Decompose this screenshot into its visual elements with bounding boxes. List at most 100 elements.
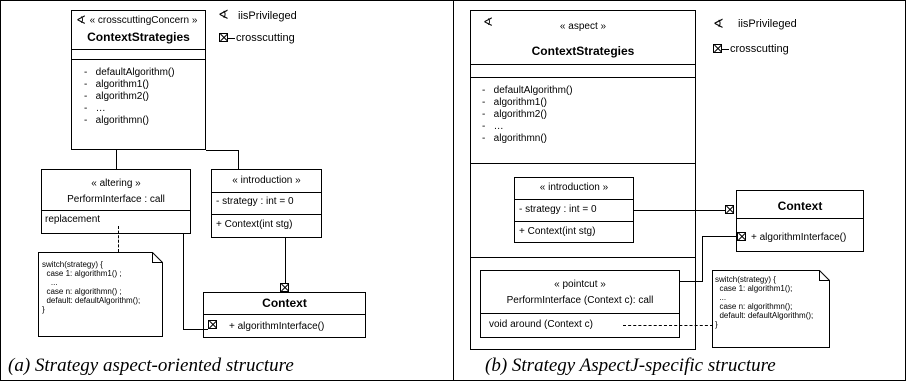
- class-stereotype: « introduction »: [539, 182, 609, 193]
- method-item: - algorithm1(): [482, 97, 548, 108]
- class-divider: [470, 64, 696, 65]
- method-item: - algorithmn(): [482, 133, 548, 144]
- introduction-class: « introduction » - strategy : int = 0 + …: [211, 169, 322, 238]
- method-item: - algorithm1(): [84, 79, 150, 90]
- altering-class: « altering » PerformInterface : call rep…: [41, 169, 191, 234]
- note-text: switch(strategy) { case 1: algorithm1();…: [715, 275, 813, 329]
- note-line: switch(strategy) {: [42, 260, 103, 269]
- class-divider: [515, 199, 633, 200]
- class-divider: [212, 192, 321, 193]
- note-line: switch(strategy) {: [715, 275, 776, 284]
- crosscutting-legend-icon: [219, 33, 228, 42]
- note-line: ...: [715, 293, 727, 302]
- privileged-legend-label: iisPrivileged: [738, 18, 797, 30]
- crosscutting-icon: [725, 205, 734, 214]
- connector: [238, 150, 239, 169]
- note-line: }: [42, 305, 45, 314]
- legend-connector: [228, 38, 235, 39]
- method-item: - defaultAlgorithm(): [84, 67, 175, 78]
- introduction-class: « introduction » - strategy : int = 0 + …: [514, 177, 634, 243]
- privileged-legend-icon: ∢: [713, 16, 724, 31]
- class-divider: [470, 257, 696, 258]
- class-constructor: + Context(int stg): [216, 219, 293, 230]
- class-stereotype: « altering »: [91, 178, 141, 189]
- class-stereotype: « pointcut »: [554, 279, 606, 290]
- crosscutting-legend-label: crosscutting: [730, 43, 789, 55]
- method-item: - defaultAlgorithm(): [482, 85, 573, 96]
- class-name: ContextStrategies: [531, 44, 635, 58]
- method-item: - …: [84, 103, 106, 114]
- class-name: ContextStrategies: [87, 30, 190, 44]
- note-line: case n: algorithmn();: [715, 302, 793, 311]
- class-divider: [470, 77, 696, 78]
- connector: [116, 150, 117, 169]
- caption: (b) Strategy AspectJ-specific structure: [485, 355, 776, 376]
- class-attribute: - strategy : int = 0: [519, 204, 597, 215]
- method-list: - defaultAlgorithm() - algorithm1() - al…: [482, 85, 573, 145]
- panel-divider: [453, 0, 454, 381]
- connector: [285, 238, 286, 283]
- method-item: - algorithm2(): [482, 109, 548, 120]
- connector: [183, 234, 184, 329]
- note-anchor: [118, 226, 119, 252]
- crosscutting-legend-icon: [713, 44, 722, 53]
- class-divider: [212, 214, 321, 215]
- connector: [206, 150, 238, 151]
- note-line: case 1: algorithm1() ;: [42, 269, 122, 278]
- class-name: Context: [262, 296, 307, 310]
- connector: [634, 210, 725, 211]
- class-divider: [71, 59, 206, 60]
- advice: void around (Context c): [489, 319, 593, 330]
- class-divider: [481, 313, 679, 314]
- method-item: - algorithmn(): [84, 115, 150, 126]
- class-method: + algorithmInterface(): [751, 232, 847, 243]
- class-stereotype: « crosscuttingConcern »: [89, 15, 198, 26]
- context-strategies-class: ∢ « crosscuttingConcern » ContextStrateg…: [71, 10, 206, 150]
- crosscutting-icon: [737, 232, 746, 241]
- privileged-legend-label: iisPrivileged: [238, 10, 297, 22]
- class-attribute: - strategy : int = 0: [216, 196, 294, 207]
- connector: [702, 236, 737, 237]
- note-text: switch(strategy) { case 1: algorithm1() …: [42, 260, 140, 314]
- class-name: Context: [777, 199, 823, 213]
- legend-connector: [722, 49, 729, 50]
- class-divider: [42, 210, 190, 211]
- note-line: default: defaultAlgorithm();: [715, 311, 814, 320]
- class-method: + algorithmInterface(): [229, 321, 325, 332]
- crosscutting-icon: [280, 283, 289, 292]
- class-member: replacement: [45, 214, 101, 225]
- note-anchor: [623, 325, 713, 326]
- pointcut-class: « pointcut » PerformInterface (Context c…: [480, 270, 680, 338]
- class-name: PerformInterface (Context c): call: [506, 295, 654, 306]
- privileged-icon: ∢: [483, 15, 494, 29]
- note-shape: [712, 270, 830, 348]
- connector: [183, 329, 208, 330]
- class-divider: [204, 314, 365, 315]
- class-stereotype: « aspect »: [559, 21, 607, 32]
- note-line: }: [715, 320, 718, 329]
- privileged-legend-icon: ∢: [218, 7, 229, 22]
- class-divider: [737, 218, 863, 219]
- crosscutting-icon: [208, 320, 217, 329]
- class-divider: [470, 163, 696, 164]
- class-divider: [71, 49, 206, 50]
- note-line: ...: [42, 278, 58, 287]
- class-name: PerformInterface : call: [67, 194, 165, 205]
- connector: [702, 236, 703, 281]
- context-class: Context + algorithmInterface(): [736, 190, 864, 252]
- note-line: case n: algorithmn() ;: [42, 287, 122, 296]
- method-item: - …: [482, 121, 504, 132]
- method-item: - algorithm2(): [84, 91, 150, 102]
- note-shape: [38, 252, 163, 337]
- class-constructor: + Context(int stg): [519, 226, 596, 237]
- privileged-icon: ∢: [76, 13, 87, 27]
- crosscutting-legend-label: crosscutting: [236, 32, 295, 44]
- class-divider: [515, 221, 633, 222]
- note-line: case 1: algorithm1();: [715, 284, 793, 293]
- context-class: Context + algorithmInterface(): [203, 292, 366, 338]
- class-stereotype: « introduction »: [232, 175, 301, 186]
- note-line: default: defaultAlgorithm();: [42, 296, 141, 305]
- connector: [680, 281, 703, 282]
- method-list: - defaultAlgorithm() - algorithm1() - al…: [84, 67, 175, 127]
